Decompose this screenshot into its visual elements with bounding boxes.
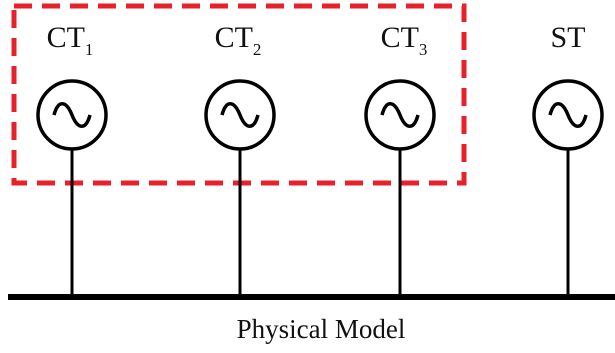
generator-label: CT1: [47, 21, 94, 59]
sine-wave-icon: [380, 102, 420, 128]
sine-wave-icon: [220, 102, 260, 128]
generator-label: CT3: [381, 21, 428, 59]
generator-st: ST: [532, 21, 604, 297]
generator-label: CT2: [215, 21, 262, 59]
generator-ct3: CT3: [364, 21, 436, 297]
sine-wave-icon: [52, 102, 92, 128]
generator-ct1: CT1: [36, 21, 108, 297]
generator-label: ST: [550, 21, 585, 54]
diagram-caption: Physical Model: [237, 314, 406, 344]
generator-ct2: CT2: [204, 21, 276, 297]
sine-wave-icon: [548, 102, 588, 128]
